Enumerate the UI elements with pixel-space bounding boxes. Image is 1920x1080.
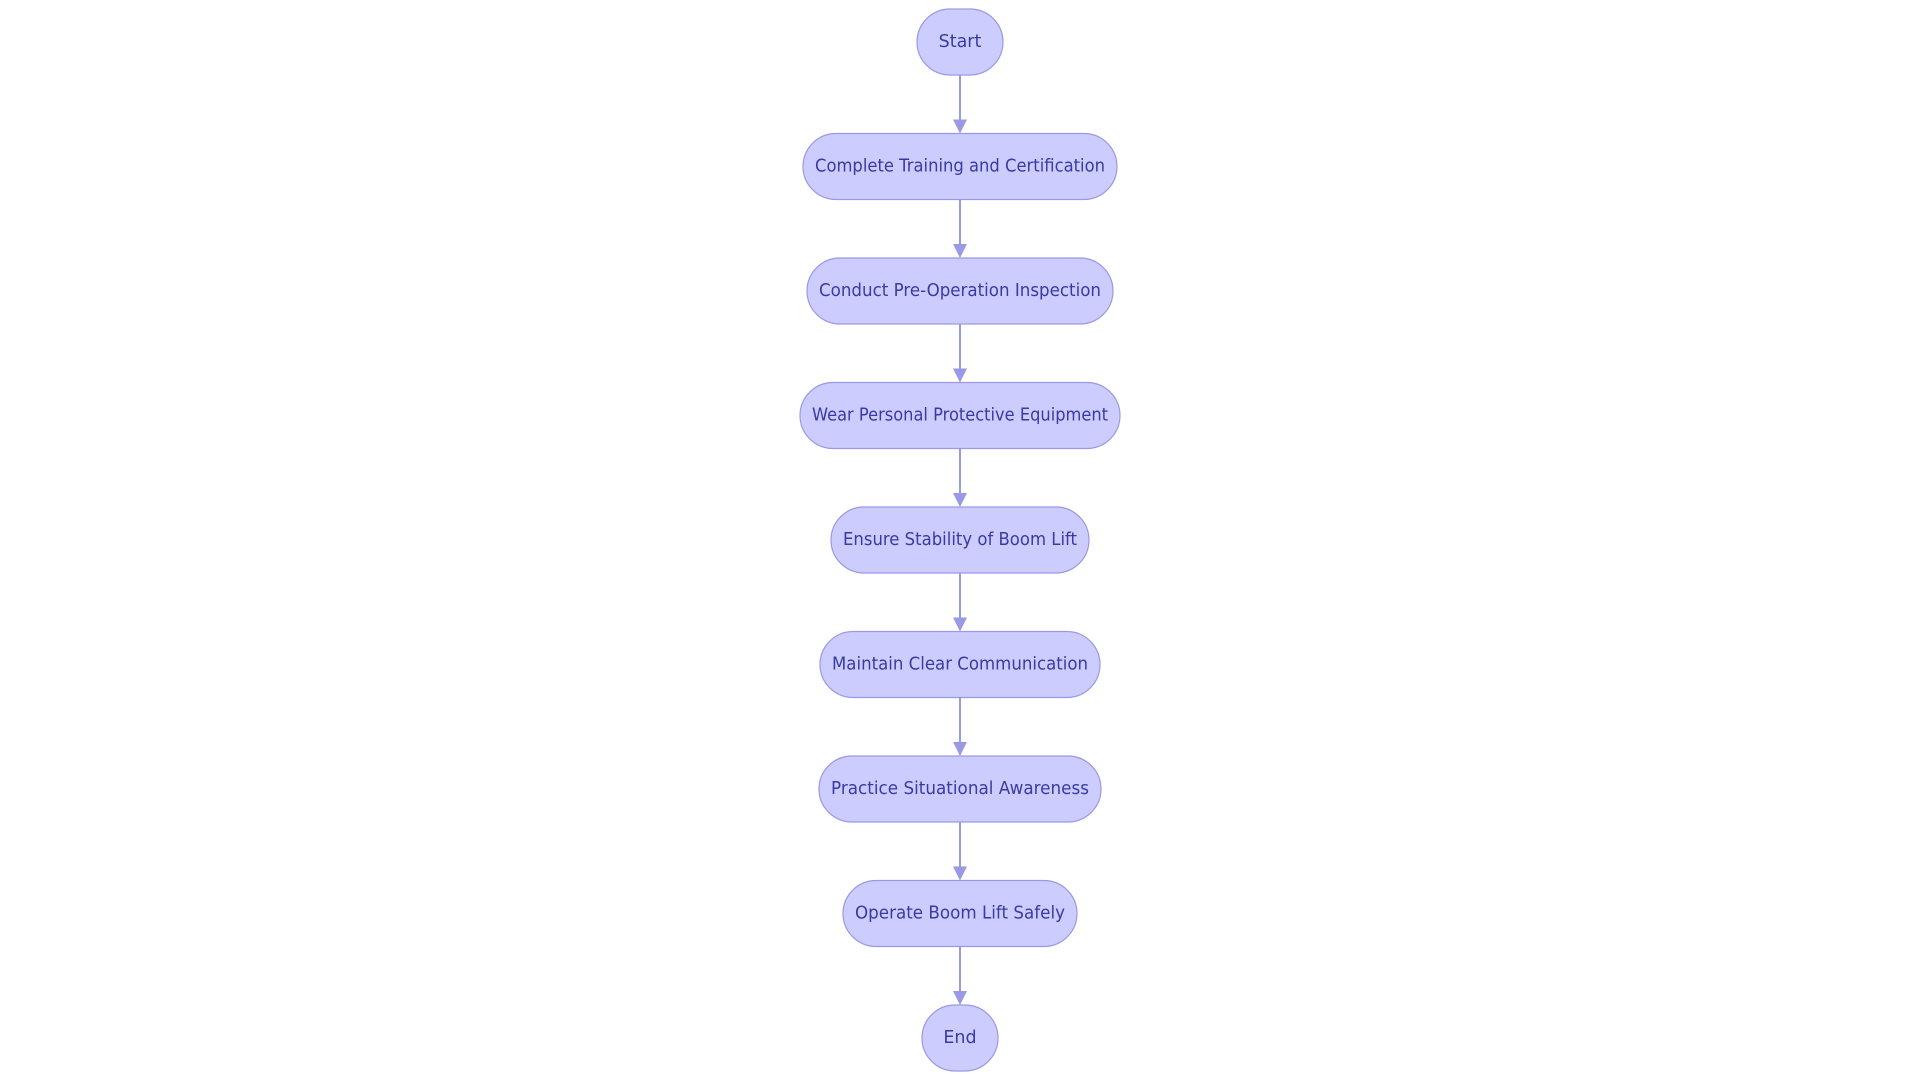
edge-start-to-training bbox=[953, 75, 967, 134]
node-communication: Maintain Clear Communication bbox=[819, 630, 1101, 699]
node-end: End bbox=[921, 1004, 999, 1072]
node-label: Wear Personal Protective Equipment bbox=[812, 406, 1108, 426]
node-shape bbox=[802, 132, 1118, 201]
node-label: Ensure Stability of Boom Lift bbox=[843, 530, 1077, 550]
node-shape bbox=[842, 879, 1078, 948]
node-operate: Operate Boom Lift Safely bbox=[842, 879, 1078, 948]
arrowhead-icon bbox=[953, 244, 967, 258]
edge-operate-to-end bbox=[953, 946, 967, 1005]
arrowhead-icon bbox=[953, 866, 967, 881]
node-label: Conduct Pre-Operation Inspection bbox=[819, 281, 1101, 301]
node-inspection: Conduct Pre-Operation Inspection bbox=[806, 257, 1114, 325]
node-label: Maintain Clear Communication bbox=[832, 655, 1088, 675]
node-label: Complete Training and Certification bbox=[815, 157, 1105, 177]
node-label: Practice Situational Awareness bbox=[831, 779, 1089, 799]
node-ppe: Wear Personal Protective Equipment bbox=[799, 381, 1121, 450]
node-shape bbox=[830, 506, 1090, 574]
arrowhead-icon bbox=[953, 368, 967, 383]
node-shape bbox=[799, 381, 1121, 450]
arrowhead-icon bbox=[953, 493, 967, 507]
node-shape bbox=[916, 8, 1004, 76]
node-label: Start bbox=[939, 32, 982, 52]
node-label: End bbox=[943, 1028, 976, 1048]
node-shape bbox=[818, 755, 1102, 823]
edge-inspection-to-ppe bbox=[953, 324, 967, 383]
node-shape bbox=[921, 1004, 999, 1072]
arrowhead-icon bbox=[953, 617, 967, 632]
edge-ppe-to-stability bbox=[953, 448, 967, 507]
edge-training-to-inspection bbox=[953, 199, 967, 258]
node-stability: Ensure Stability of Boom Lift bbox=[830, 506, 1090, 574]
node-shape bbox=[806, 257, 1114, 325]
node-awareness: Practice Situational Awareness bbox=[818, 755, 1102, 823]
node-label: Operate Boom Lift Safely bbox=[855, 904, 1065, 924]
edge-communication-to-awareness bbox=[953, 697, 967, 756]
arrowhead-icon bbox=[953, 119, 967, 134]
edges-layer bbox=[953, 75, 967, 1005]
node-shape bbox=[819, 630, 1101, 699]
edge-awareness-to-operate bbox=[953, 822, 967, 881]
arrowhead-icon bbox=[953, 742, 967, 756]
node-start: Start bbox=[916, 8, 1004, 76]
arrowhead-icon bbox=[953, 991, 967, 1005]
node-training: Complete Training and Certification bbox=[802, 132, 1118, 201]
edge-stability-to-communication bbox=[953, 573, 967, 632]
